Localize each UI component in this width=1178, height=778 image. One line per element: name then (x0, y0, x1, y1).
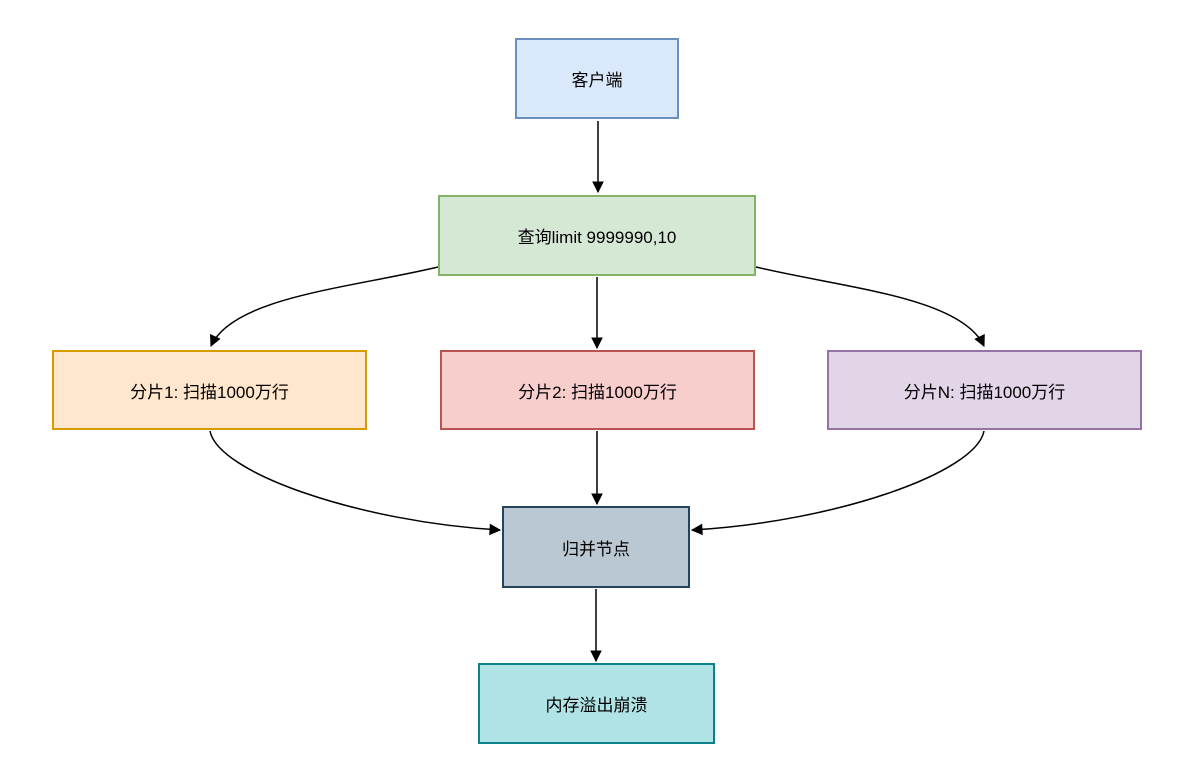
node-memory-overflow-crash: 内存溢出崩溃 (478, 663, 715, 744)
node-client-label: 客户端 (571, 71, 623, 90)
node-merge-label: 归并节点 (562, 539, 630, 559)
node-shard-n: 分片N: 扫描1000万行 (827, 350, 1142, 430)
edge-query-shardN (755, 266, 985, 348)
node-shard-1: 分片1: 扫描1000万行 (52, 350, 367, 430)
node-shard-2-label: 分片2: 扫描1000万行 (518, 382, 677, 402)
node-query-limit: 查询limit 9999990,10 (438, 195, 756, 276)
node-shard-2: 分片2: 扫描1000万行 (440, 350, 755, 430)
node-merge: 归并节点 (502, 506, 690, 588)
node-client: 客户端 (515, 38, 679, 119)
node-query-limit-label: 查询limit 9999990,10 (517, 228, 677, 247)
edge-shardN-merge (690, 430, 985, 536)
edge-shard1-merge (209, 430, 502, 536)
edge-query-shard1 (210, 266, 439, 348)
node-shard-n-label: 分片N: 扫描1000万行 (903, 382, 1066, 402)
node-memory-overflow-crash-label: 内存溢出崩溃 (545, 696, 648, 715)
node-shard-1-label: 分片1: 扫描1000万行 (130, 382, 289, 402)
